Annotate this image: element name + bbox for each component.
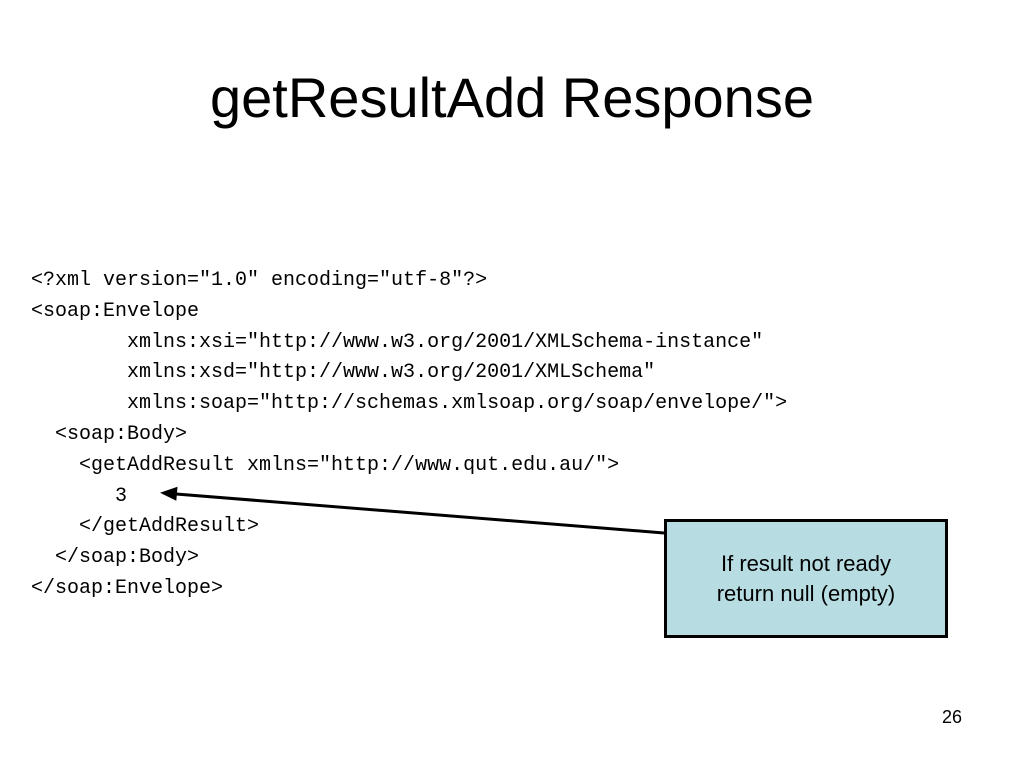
callout-line-1: If result not ready (721, 550, 891, 576)
callout-text: If result not ready return null (empty) (717, 549, 896, 609)
code-line: <soap:Envelope (31, 299, 200, 323)
page-number: 26 (941, 707, 963, 727)
code-line: <soap:Body> (31, 422, 188, 446)
code-line: <?xml version="1.0" encoding="utf-8"?> (31, 269, 488, 292)
code-line: xmlns:xsd="http://www.w3.org/2001/XMLSch… (31, 361, 656, 385)
callout-box: If result not ready return null (empty) (664, 519, 948, 638)
code-line: </soap:Body> (31, 546, 200, 570)
xml-code-block: <?xml version="1.0" encoding="utf-8"?> <… (31, 266, 787, 605)
code-line-result-value: 3 (31, 484, 128, 508)
callout-line-2: return null (empty) (716, 580, 896, 606)
code-line: xmlns:xsi="http://www.w3.org/2001/XMLSch… (31, 330, 764, 354)
code-line: <getAddResult xmlns="http://www.qut.edu.… (31, 453, 620, 477)
code-line: xmlns:soap="http://schemas.xmlsoap.org/s… (31, 392, 788, 416)
slide-title: getResultAdd Response (210, 66, 814, 129)
code-line: </soap:Envelope> (31, 576, 224, 600)
